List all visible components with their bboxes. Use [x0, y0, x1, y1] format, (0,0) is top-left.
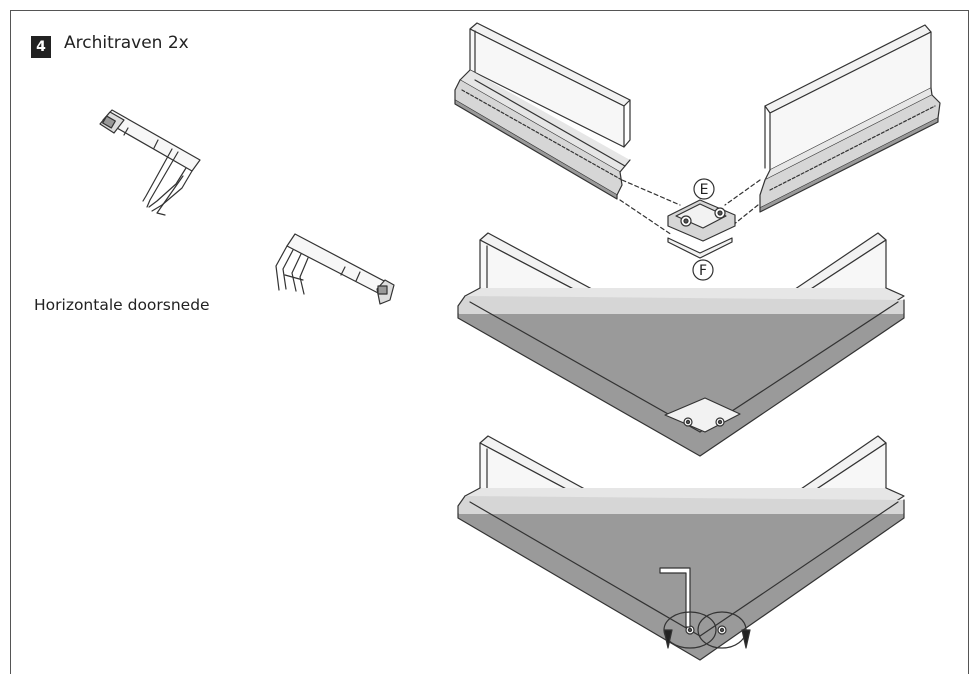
corner-connector-e [667, 178, 736, 242]
section-caption: Horizontale doorsnede [34, 296, 210, 314]
page-frame [10, 10, 969, 674]
profile-section-2 [275, 233, 395, 305]
assembled-corner-bottom [457, 435, 905, 661]
step-number-badge: 4 [31, 36, 51, 58]
callout-f-label: F [699, 263, 707, 279]
callout-e-label: E [700, 182, 709, 198]
step-title: Architraven 2x [64, 33, 189, 53]
assembly-guide-lines [619, 179, 761, 236]
rotation-arrow-icon [663, 611, 751, 649]
allen-key-icon [659, 567, 691, 628]
rail-left-exploded [454, 22, 631, 200]
profile-section-1 [99, 109, 201, 216]
corner-cover-f [667, 237, 733, 281]
assembled-corner-middle [457, 232, 905, 457]
rail-right-exploded [759, 24, 941, 213]
